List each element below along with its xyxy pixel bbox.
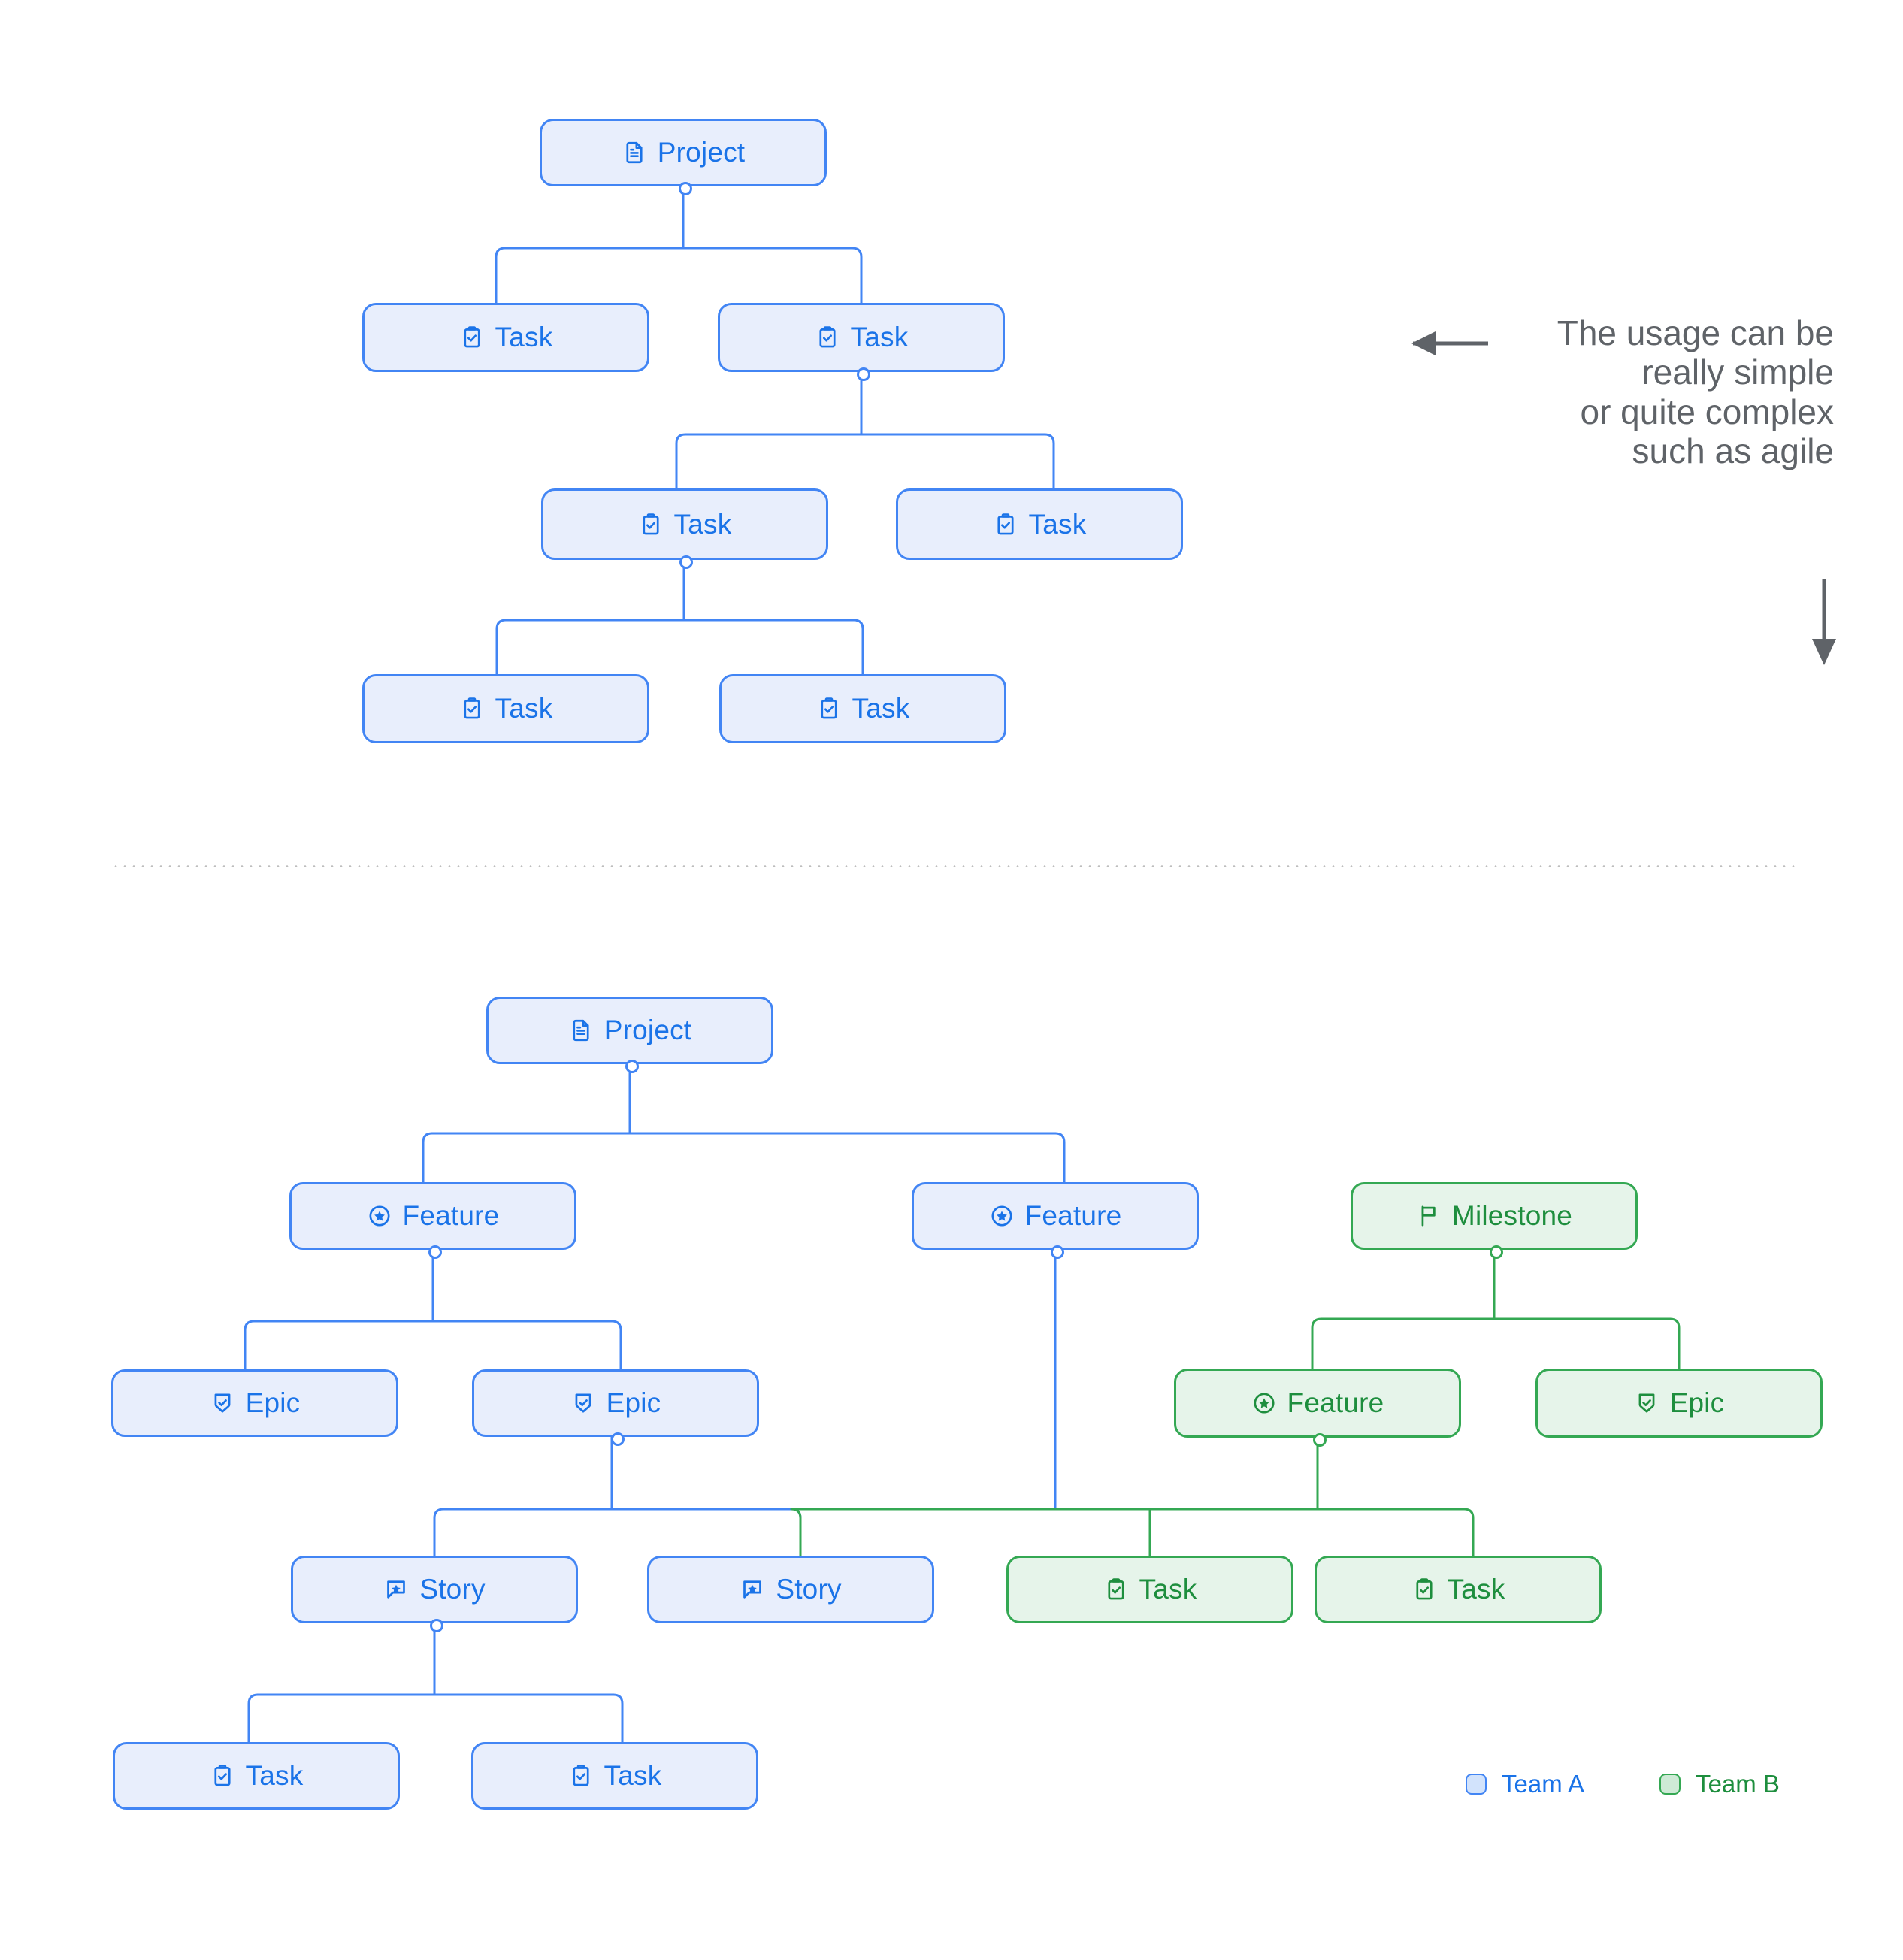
connector-port <box>430 1619 443 1632</box>
legend-swatch-green <box>1659 1774 1681 1795</box>
node-task[interactable]: Task <box>362 674 649 743</box>
task-clipboard-icon <box>568 1763 594 1789</box>
node-label: Epic <box>1669 1387 1725 1418</box>
document-icon <box>622 140 647 165</box>
feature-star-icon <box>1251 1390 1277 1416</box>
node-task[interactable]: Task <box>1315 1556 1602 1623</box>
node-label: Task <box>673 508 732 540</box>
connector-port <box>428 1245 442 1259</box>
task-clipboard-icon <box>459 696 485 721</box>
node-task[interactable]: Task <box>362 303 649 372</box>
node-task[interactable]: Task <box>718 303 1005 381</box>
node-label: Milestone <box>1451 1200 1573 1231</box>
node-story[interactable]: Story <box>291 1556 578 1632</box>
section-divider <box>111 865 1795 867</box>
node-label: Epic <box>606 1387 661 1418</box>
node-label: Story <box>776 1574 842 1605</box>
node-epic[interactable]: Epic <box>472 1369 759 1446</box>
task-clipboard-icon <box>993 512 1018 537</box>
legend-label: Team B <box>1696 1770 1780 1798</box>
legend-swatch-blue <box>1466 1774 1487 1795</box>
node-story[interactable]: Story <box>647 1556 934 1623</box>
task-clipboard-icon <box>210 1763 235 1789</box>
team-legend: Team A Team B <box>1466 1770 1780 1798</box>
annotation-line-1: The usage can be <box>1557 313 1834 352</box>
node-label: Task <box>852 693 910 724</box>
node-label: Project <box>604 1015 692 1045</box>
connector-port <box>1051 1245 1064 1259</box>
connector-port <box>1490 1245 1503 1259</box>
node-feature[interactable]: Feature <box>1174 1369 1461 1447</box>
connector-port <box>679 555 693 569</box>
story-bubble-icon <box>740 1577 765 1602</box>
node-label: Epic <box>245 1387 301 1418</box>
annotation-line-4: such as agile <box>1632 431 1835 471</box>
connector-port <box>1313 1433 1327 1447</box>
node-label: Feature <box>1024 1200 1122 1231</box>
node-milestone[interactable]: Milestone <box>1351 1182 1638 1259</box>
connector-port <box>857 368 870 381</box>
node-task[interactable]: Task <box>541 488 828 569</box>
node-label: Task <box>604 1760 662 1791</box>
annotation-line-3: or quite complex <box>1580 392 1835 431</box>
task-clipboard-icon <box>1411 1577 1437 1602</box>
legend-item-team-a: Team A <box>1466 1770 1584 1798</box>
feature-star-icon <box>367 1203 392 1229</box>
story-bubble-icon <box>383 1577 409 1602</box>
node-task[interactable]: Task <box>896 488 1183 560</box>
node-label: Feature <box>1287 1387 1384 1418</box>
node-project[interactable]: Project <box>486 997 773 1073</box>
task-clipboard-icon <box>459 325 485 350</box>
connector-port <box>611 1432 625 1446</box>
task-clipboard-icon <box>638 512 664 537</box>
connector-port <box>625 1060 639 1073</box>
node-epic[interactable]: Epic <box>1535 1369 1823 1438</box>
legend-label: Team A <box>1502 1770 1585 1798</box>
node-label: Task <box>1028 508 1087 540</box>
node-epic[interactable]: Epic <box>111 1369 398 1437</box>
node-label: Task <box>245 1760 304 1791</box>
epic-shield-icon <box>210 1390 235 1416</box>
node-project[interactable]: Project <box>540 119 827 195</box>
node-label: Story <box>419 1574 486 1605</box>
annotation-line-2: really simple <box>1641 352 1834 392</box>
node-task[interactable]: Task <box>471 1742 758 1810</box>
task-clipboard-icon <box>1103 1577 1129 1602</box>
node-feature[interactable]: Feature <box>912 1182 1199 1259</box>
node-task[interactable]: Task <box>1006 1556 1293 1623</box>
node-label: Task <box>1139 1574 1197 1605</box>
document-icon <box>568 1018 594 1043</box>
node-label: Task <box>495 322 553 352</box>
annotation-text: The usage can be really simple or quite … <box>1496 313 1834 471</box>
node-label: Feature <box>402 1200 500 1231</box>
connector-port <box>679 182 692 195</box>
node-label: Task <box>1447 1574 1505 1605</box>
node-task[interactable]: Task <box>113 1742 400 1810</box>
node-task[interactable]: Task <box>719 674 1006 743</box>
flag-icon <box>1416 1203 1442 1229</box>
task-clipboard-icon <box>815 325 840 350</box>
feature-star-icon <box>989 1203 1015 1229</box>
task-clipboard-icon <box>816 696 842 721</box>
legend-item-team-b: Team B <box>1659 1770 1780 1798</box>
epic-shield-icon <box>570 1390 596 1416</box>
epic-shield-icon <box>1634 1390 1659 1416</box>
node-label: Task <box>850 322 909 352</box>
node-label: Project <box>657 137 746 168</box>
node-label: Task <box>495 693 553 724</box>
node-feature[interactable]: Feature <box>289 1182 576 1259</box>
